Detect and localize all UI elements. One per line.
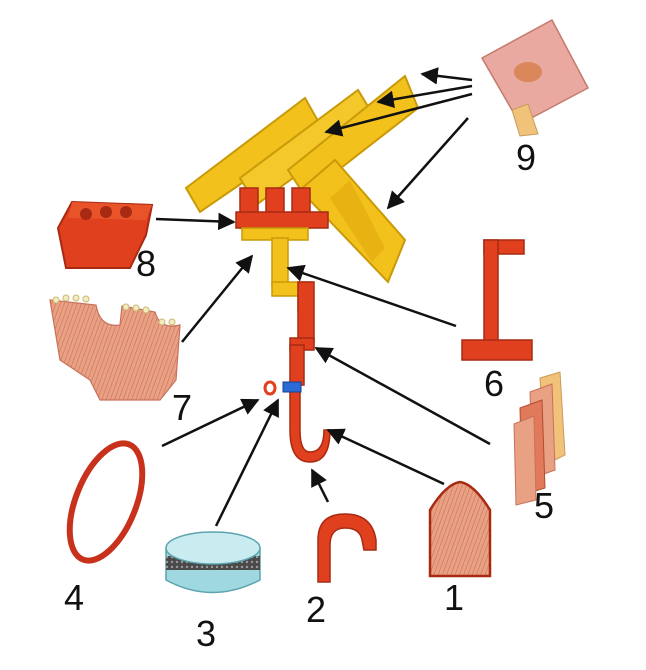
label-part-6: 6 bbox=[484, 363, 504, 404]
arrow-2 bbox=[310, 468, 330, 503]
label-part-3: 3 bbox=[196, 613, 216, 654]
arrow-8 bbox=[155, 212, 236, 231]
arrow-1 bbox=[326, 428, 445, 486]
arrow-7 bbox=[181, 254, 254, 343]
part-labels: 1 2 3 4 5 6 7 8 9 bbox=[64, 137, 554, 654]
label-part-9: 9 bbox=[516, 137, 536, 178]
arrow-5 bbox=[314, 346, 491, 446]
part-8-red-block bbox=[56, 200, 154, 269]
part-7-piece bbox=[49, 294, 181, 401]
label-part-5: 5 bbox=[534, 485, 554, 526]
part-4-loop bbox=[66, 440, 146, 564]
arrow-4 bbox=[161, 398, 260, 448]
arrow-6 bbox=[286, 264, 457, 328]
arrow-3 bbox=[214, 398, 280, 527]
part-9-swatch bbox=[480, 18, 590, 137]
yellow-roof-planks bbox=[184, 74, 420, 284]
label-part-2: 2 bbox=[306, 589, 326, 630]
red-top-bracket bbox=[235, 187, 329, 229]
arrow-9-a bbox=[420, 67, 473, 85]
arrow-9-c bbox=[324, 92, 473, 137]
arrow-9-b bbox=[376, 84, 473, 108]
label-part-7: 7 bbox=[172, 387, 192, 428]
label-part-4: 4 bbox=[64, 577, 84, 618]
label-part-8: 8 bbox=[136, 243, 156, 284]
part-3-cylinder bbox=[165, 531, 261, 594]
part-2-small-hook bbox=[317, 513, 377, 583]
arrow-9-d bbox=[386, 117, 469, 210]
red-hook bbox=[263, 281, 331, 463]
part-1-tip bbox=[428, 480, 492, 578]
arrows bbox=[155, 67, 491, 527]
label-part-1: 1 bbox=[444, 577, 464, 618]
part-5-plates bbox=[513, 371, 566, 506]
part-6-bracket bbox=[461, 239, 533, 361]
